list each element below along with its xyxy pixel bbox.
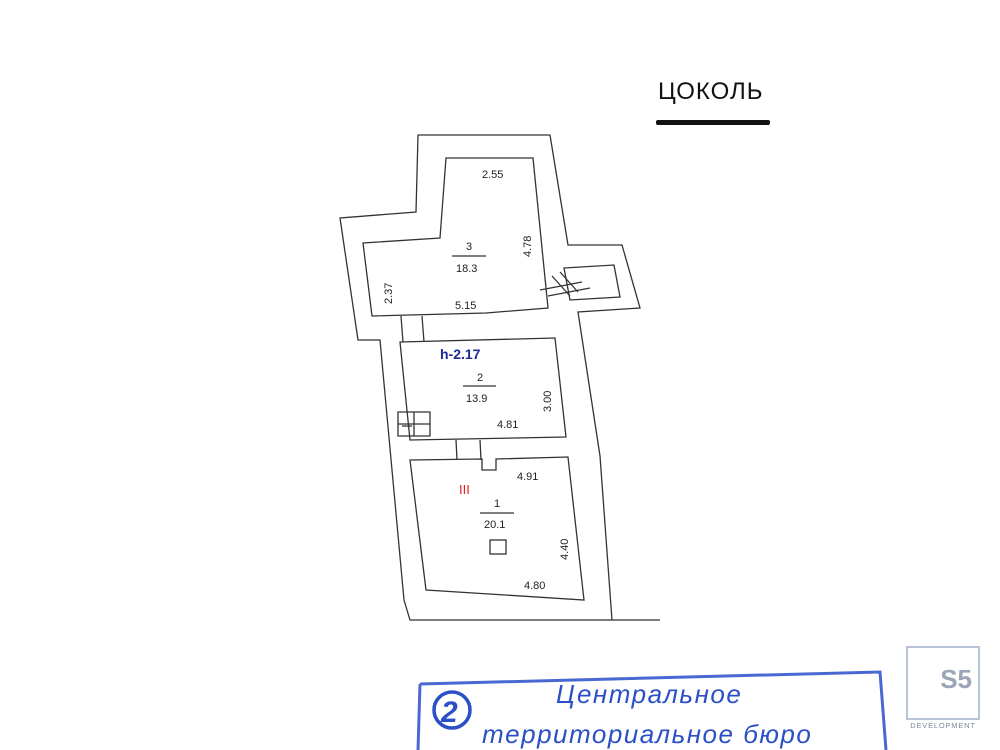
room-1-number: 1 bbox=[494, 498, 500, 510]
dim-r3-bottom: 5.15 bbox=[455, 300, 476, 312]
floor-label: ЦОКОЛЬ bbox=[658, 78, 764, 105]
height-label: h-2.17 bbox=[440, 346, 481, 362]
doorway-3-2 bbox=[400, 315, 425, 343]
column-square bbox=[489, 539, 507, 555]
room-3-outline bbox=[362, 157, 549, 317]
dim-r2-bottom: 4.81 bbox=[497, 419, 518, 431]
room-2-outline bbox=[399, 337, 567, 441]
logo-mark: S5 bbox=[940, 664, 972, 694]
dim-r3-top: 2.55 bbox=[482, 169, 503, 181]
doorway-2-1 bbox=[455, 439, 482, 461]
developer-logo: S5 bbox=[906, 646, 980, 720]
stair-grid bbox=[397, 411, 431, 437]
room-2-number: 2 bbox=[477, 372, 483, 384]
annex-window bbox=[539, 271, 591, 297]
dim-r3-left: 2.37 bbox=[383, 283, 395, 304]
room-2-area: 13.9 bbox=[466, 393, 487, 405]
room-3-number: 3 bbox=[466, 241, 472, 253]
dim-r1-top: 4.91 bbox=[517, 471, 538, 483]
stamp: 2 Центральное территориальное бюро bbox=[416, 670, 888, 750]
dim-r1-right: 4.40 bbox=[559, 539, 571, 560]
outer-wall-outline bbox=[339, 134, 660, 621]
dim-r2-right: 3.00 bbox=[542, 391, 554, 412]
annex-outline bbox=[563, 264, 621, 301]
section-marker: III bbox=[459, 482, 470, 497]
stamp-border bbox=[416, 670, 888, 750]
logo-subtitle: DEVELOPMENT bbox=[910, 721, 976, 730]
floor-label-underline bbox=[656, 120, 770, 125]
stamp-number: 2 bbox=[440, 696, 458, 729]
room-3-area: 18.3 bbox=[456, 263, 477, 275]
room-1-outline bbox=[409, 456, 585, 601]
stamp-line-1: Центральное bbox=[556, 679, 742, 709]
dim-r3-right: 4.78 bbox=[522, 236, 534, 257]
room-1-area: 20.1 bbox=[484, 519, 505, 531]
dim-r1-bottom: 4.80 bbox=[524, 580, 545, 592]
stamp-number-circle bbox=[432, 690, 472, 730]
stamp-line-2: территориальное бюро bbox=[482, 719, 812, 749]
